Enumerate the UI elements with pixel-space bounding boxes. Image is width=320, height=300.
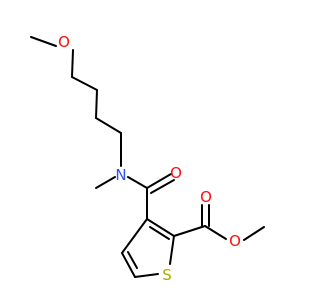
bond-o-methoxy-c1 — [71, 49, 74, 78]
bond-c2-c3 — [95, 89, 98, 119]
bond-ester-c-o-single — [204, 225, 227, 240]
bond-layer — [30, 36, 265, 278]
bond-ring-c2-ester-c — [173, 225, 206, 237]
bond-ring-c5-c4-inner — [127, 251, 138, 269]
bond-amide-c-o-outer — [146, 173, 172, 189]
bond-ring-c3-c2 — [146, 218, 175, 237]
bond-c1-c2 — [71, 76, 98, 91]
ring-sulfur-label: S — [162, 266, 172, 284]
molecule-structure: O N O O O S — [30, 33, 265, 284]
molecule-canvas: O N O O O S — [30, 33, 265, 284]
bond-n-carbonyl — [127, 176, 148, 189]
bond-ring-c3-c2-inner — [149, 226, 170, 240]
bond-n-methyl — [95, 176, 116, 189]
bond-ring-c4-c3 — [121, 218, 148, 254]
ester-single-oxygen-label: O — [229, 232, 241, 250]
methoxy-oxygen-label: O — [58, 33, 70, 51]
bond-c3-c4 — [95, 117, 122, 134]
atom-label-layer: O N O O O S — [58, 33, 241, 284]
ester-carbonyl-oxygen-label: O — [200, 188, 212, 206]
bond-ring-c5-c4 — [121, 252, 136, 278]
amide-oxygen-label: O — [170, 164, 182, 182]
bond-ring-s-c5 — [134, 273, 159, 278]
bond-amide-c-o-inner — [150, 179, 175, 194]
bond-methyl-o-methoxy — [30, 36, 57, 47]
bond-ring-c2-s — [169, 235, 175, 265]
bond-ester-o-methyl — [243, 226, 265, 241]
amide-nitrogen-label: N — [115, 166, 126, 184]
